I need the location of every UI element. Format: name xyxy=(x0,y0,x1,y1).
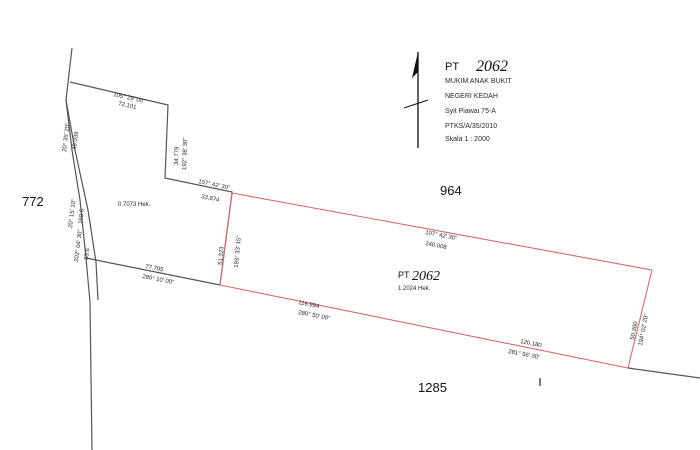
title-line-4: PTKS/A/35/2010 xyxy=(445,123,497,130)
west-2-bearing: 20° 15' 10" xyxy=(68,199,77,229)
neighbor-bottom: 1285 xyxy=(418,380,447,395)
left-lower-bearing: 280° 10' 00" xyxy=(142,274,175,286)
west-1-distance: 49.039 xyxy=(72,131,80,151)
title-line-5: Skala 1 : 2000 xyxy=(445,136,490,143)
inner-lower-bearing: 193° 33' 15" xyxy=(234,235,243,268)
west-3-distance: 53.6 xyxy=(84,247,91,260)
title-line-2: NEGERI KEDAH xyxy=(445,93,498,100)
title-block: PT 2062 MUKIM ANAK BUKIT NEGERI KEDAH Sy… xyxy=(445,58,512,143)
left-parcel-area: 0.7073 Hek. xyxy=(118,202,151,208)
main-parcel-number: 2062 xyxy=(412,269,440,284)
south-extension-line xyxy=(627,367,700,379)
west-1-bearing: 20° 35' 20" xyxy=(62,123,71,153)
main-parcel-prefix: PT xyxy=(398,270,410,280)
main-parcel-area: 1.2024 Hek. xyxy=(398,286,431,292)
main-bottom-bearing: 280° 50' 00" xyxy=(298,310,331,322)
north-arrow-icon xyxy=(403,52,429,148)
left-lower-distance: 77.795 xyxy=(145,264,165,274)
inner-vert-distance: 34.779 xyxy=(174,146,181,165)
main-top-distance: 240.008 xyxy=(425,241,448,251)
neighbor-top: 964 xyxy=(440,183,462,198)
title-line-3: Syit Piawai 75-A xyxy=(445,108,496,115)
west-boundary-lines xyxy=(65,47,99,450)
inner-vert-bearing: 192° 38' 30" xyxy=(182,138,189,171)
inner-lower-distance: 51.323 xyxy=(218,246,226,265)
inner-horiz-distance: 33.874 xyxy=(201,194,221,204)
right-distance: 50.300 xyxy=(630,321,640,341)
title-line-1: MUKIM ANAK BUKIT xyxy=(445,78,512,85)
title-lot-number: 2062 xyxy=(476,58,508,75)
top-left-distance: 72.101 xyxy=(118,101,138,111)
west-2-distance: 169.6 xyxy=(78,208,86,224)
west-3-bearing: 202° 04' 30" xyxy=(74,229,84,262)
main-bottom-right-bearing: 281° 56' 30" xyxy=(508,349,541,361)
neighbor-left: 772 xyxy=(22,194,44,209)
main-bottom-right-distance: 120.180 xyxy=(520,339,543,349)
main-bottom-distance: 116.994 xyxy=(298,300,321,310)
inner-horiz-bearing: 107° 42' 30" xyxy=(198,179,231,192)
title-prefix: PT xyxy=(445,61,459,73)
